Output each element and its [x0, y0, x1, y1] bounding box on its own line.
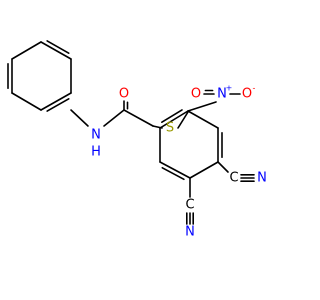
phenyl-bond-5 [11, 41, 42, 60]
nitro-oxygen-charge: - [253, 84, 256, 93]
c-ch2-bond-13 [123, 109, 154, 127]
nitrile-nitrogen-bottom-label: N [185, 225, 195, 240]
ring-cn-bond-29 [217, 161, 229, 173]
phenyl-bond-8 [11, 92, 42, 111]
ring-bond-20 [159, 161, 191, 179]
bond-group [7, 40, 255, 225]
nitrile-nitrogen-right-label: N [257, 171, 267, 186]
ring-bond-19 [189, 161, 219, 179]
n-phenyl-bond-9 [70, 109, 89, 127]
phenyl-bond-0 [40, 92, 72, 111]
ring-bond-inner-21 [161, 166, 185, 181]
nitro-nitrogen-charge: + [226, 84, 233, 93]
phenyl-bond-inner-1 [46, 98, 70, 112]
ring-bond-inner-24 [161, 109, 183, 124]
amide-hydrogen-label: H [91, 145, 101, 160]
ring-nitro-bond-25 [187, 101, 217, 112]
amide-nitrogen-label: N [91, 128, 101, 143]
nitro-oxygen-left-label: O [191, 87, 201, 102]
ring-bond-16 [187, 110, 219, 129]
s-ring-bond-15 [177, 111, 189, 129]
nitrile-carbon-right-label: C [229, 171, 238, 186]
sulfur-label: S [166, 121, 174, 136]
phenyl-bond-inner-4 [46, 40, 70, 54]
nitrile-carbon-bottom-label: C [185, 198, 194, 213]
nitro-nitrogen-label: N [217, 87, 227, 102]
atom-label-group: N H O S N + O O - C N C N [91, 84, 267, 240]
ring-bond-23 [159, 110, 189, 129]
molecule-structure: N H O S N + O O - C N C N [7, 40, 267, 240]
n-carbonyl-bond-10 [103, 109, 125, 127]
phenyl-bond-3 [40, 41, 72, 60]
amide-oxygen-label: O [119, 87, 129, 102]
nitro-oxygen-right-label: O [242, 87, 252, 102]
